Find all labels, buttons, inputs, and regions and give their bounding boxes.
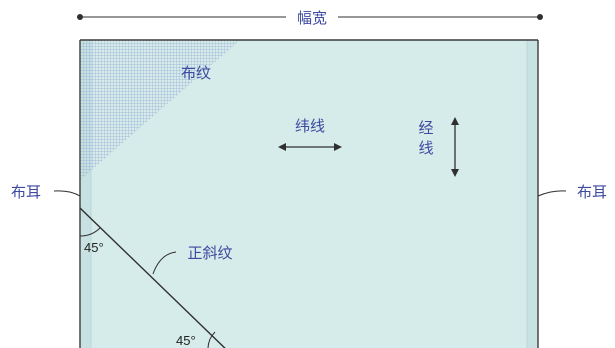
weft-arrow-right-head	[334, 143, 342, 151]
right-selvage-strip	[527, 40, 537, 348]
angle-label-top: 45°	[84, 240, 104, 255]
right-selvage-leader	[537, 190, 567, 197]
bias-callout: 正斜纹	[152, 244, 233, 275]
weave-texture	[80, 40, 240, 180]
weft-arrow-left-head	[278, 143, 286, 151]
left-selvage-callout: 布耳	[11, 183, 81, 201]
right-selvage-label: 布耳	[577, 183, 607, 201]
bias-leader	[152, 251, 177, 275]
left-selvage-strip	[81, 40, 91, 348]
warp-label-2: 线	[418, 139, 433, 157]
angle-arc-bottom	[207, 331, 216, 348]
left-selvage-label: 布耳	[11, 183, 41, 201]
bias-label: 正斜纹	[187, 244, 232, 262]
warp-arrow-bottom-head	[451, 169, 459, 177]
warp-label-1: 经	[418, 119, 433, 137]
right-selvage-callout: 布耳	[537, 183, 607, 201]
width-dimension: 幅宽	[77, 9, 543, 27]
weft-indicator: 纬线	[278, 117, 342, 151]
fabric-panel	[79, 39, 539, 348]
angle-arc-top	[79, 227, 101, 237]
warp-indicator: 经 线	[418, 117, 459, 177]
angle-label-bottom: 45°	[176, 333, 196, 348]
weft-label: 纬线	[295, 117, 325, 135]
bias-line	[80, 207, 226, 348]
width-right-dot	[537, 14, 543, 20]
width-label: 幅宽	[297, 9, 327, 27]
left-selvage-leader	[53, 190, 81, 197]
texture-label: 布纹	[181, 64, 211, 82]
warp-arrow-top-head	[451, 117, 459, 125]
